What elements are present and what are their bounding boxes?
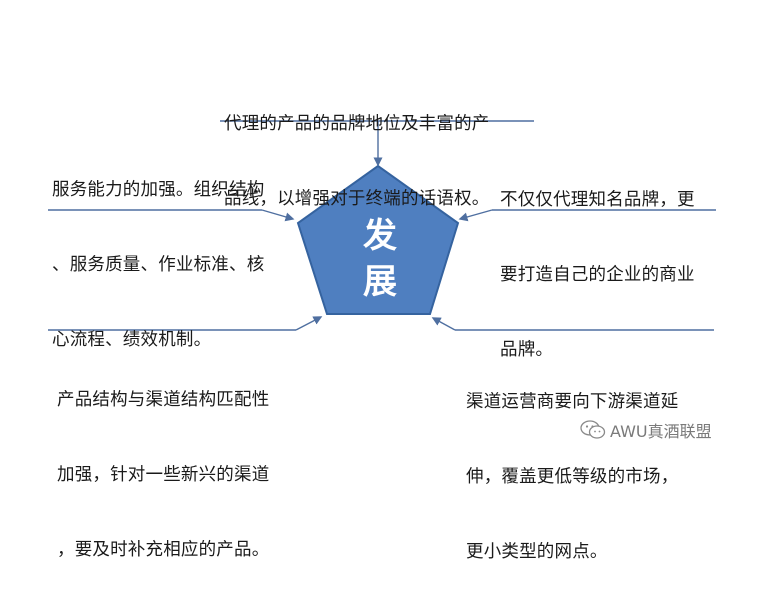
bottom-right-text-line: 渠道运营商要向下游渠道延 xyxy=(466,392,679,412)
watermark: AWU真酒联盟 xyxy=(580,418,712,442)
left-text-block: 服务能力的加强。组织结构 、服务质量、作业标准、核 心流程、绩效机制。 xyxy=(52,128,264,378)
right-text-line: 品牌。 xyxy=(500,340,554,360)
right-text-block: 不仅仅代理知名品牌，更 要打造自己的企业的商业 品牌。 xyxy=(500,138,695,388)
left-text-line: 服务能力的加强。组织结构 xyxy=(52,180,265,200)
top-text-block: 代理的产品的品牌地位及丰富的产 品线，以增强对于终端的话语权。 xyxy=(224,62,490,237)
bottom-left-connector-arrow xyxy=(295,316,323,331)
center-label-line2: 展 xyxy=(363,262,397,302)
right-text-line: 要打造自己的企业的商业 xyxy=(500,265,695,285)
bottom-right-text-line: 伸，覆盖更低等级的市场， xyxy=(466,467,679,487)
bottom-left-text-line: 加强，针对一些新兴的渠道 xyxy=(57,465,270,485)
center-label-line1: 发 xyxy=(363,216,397,256)
bottom-right-text-line: 更小类型的网点。 xyxy=(466,542,608,562)
top-text-line: 品线，以增强对于终端的话语权。 xyxy=(224,189,490,209)
bottom-left-text-line: ，要及时补充相应的产品。 xyxy=(57,540,270,560)
wechat-icon xyxy=(580,420,606,439)
bottom-left-text-line: 产品结构与渠道结构匹配性 xyxy=(57,390,270,410)
bottom-right-connector-arrow xyxy=(431,317,456,331)
watermark-text: AWU真酒联盟 xyxy=(610,422,712,441)
bottom-right-text-block: 渠道运营商要向下游渠道延 伸，覆盖更低等级的市场， 更小类型的网点。 xyxy=(466,340,678,590)
left-connector-arrow xyxy=(261,209,295,222)
diagram-canvas xyxy=(48,120,716,331)
left-text-line: 、服务质量、作业标准、核 xyxy=(52,255,265,275)
center-pentagon xyxy=(296,164,460,315)
top-text-line: 代理的产品的品牌地位及丰富的产 xyxy=(224,114,490,134)
right-connector-arrow xyxy=(458,209,493,222)
right-text-line: 不仅仅代理知名品牌，更 xyxy=(500,190,695,210)
left-text-line: 心流程、绩效机制。 xyxy=(52,330,212,350)
bottom-left-text-block: 产品结构与渠道结构匹配性 加强，针对一些新兴的渠道 ，要及时补充相应的产品。 xyxy=(57,338,269,588)
